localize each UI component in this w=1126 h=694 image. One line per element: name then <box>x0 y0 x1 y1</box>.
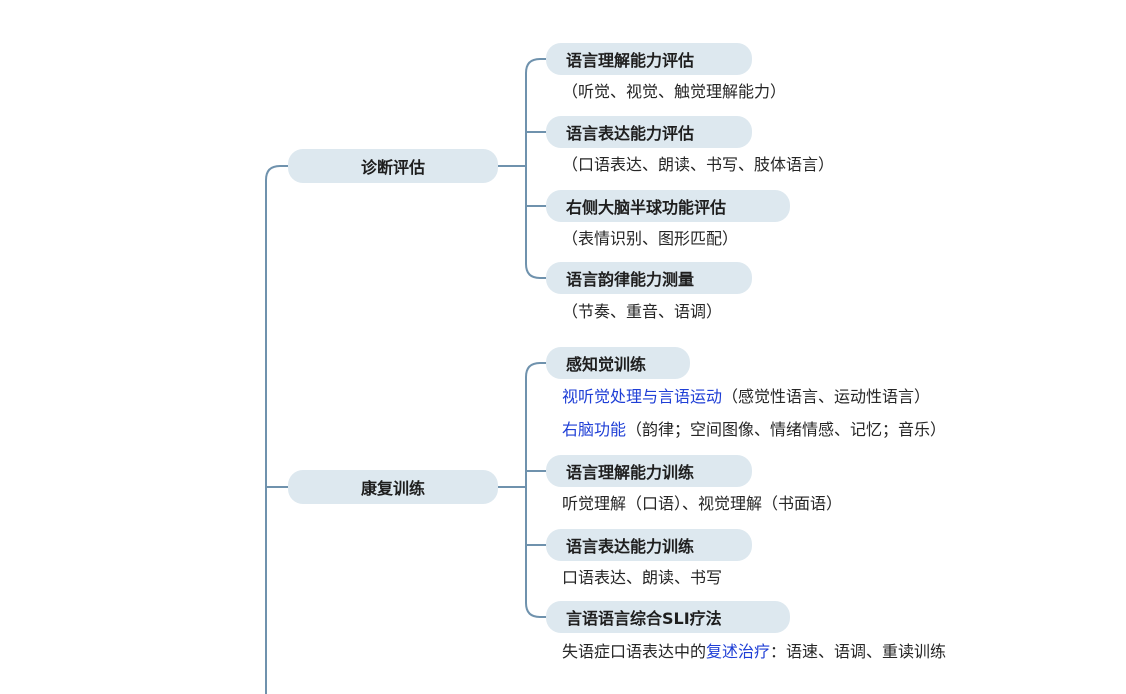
note-text: 失语症口语表达中的 <box>562 642 707 661</box>
note-comprehension-training: 听觉理解（口语）、视觉理解（书面语） <box>562 494 842 514</box>
note-text: （听觉、视觉、触觉理解能力） <box>562 82 787 101</box>
note-text: （表情识别、图形匹配） <box>562 229 739 248</box>
node-right-hemisphere-assessment[interactable]: 右侧大脑半球功能评估 <box>546 190 790 222</box>
note-comprehension-assessment: （听觉、视觉、触觉理解能力） <box>562 82 786 102</box>
node-prosody-measurement[interactable]: 语言韵律能力测量 <box>546 262 752 294</box>
node-sli-therapy[interactable]: 言语语言综合SLI疗法 <box>546 601 790 633</box>
diagnosis-connector-spine <box>525 58 541 279</box>
highlight-text: 右脑功能 <box>562 420 627 439</box>
highlight-text: 视听觉处理与言语运动 <box>562 387 723 406</box>
rehab-connector-spine <box>525 362 541 618</box>
note-text: （节奏、重音、语调） <box>562 302 723 321</box>
note-text: ：语速、语调、重读训练 <box>770 642 947 661</box>
note-text: （韵律；空间图像、情绪情感、记忆；音乐） <box>626 420 947 439</box>
node-perception-training[interactable]: 感知觉训练 <box>546 347 690 379</box>
highlight-text: 复述治疗 <box>706 642 771 661</box>
note-text: （口语表达、朗读、书写、肢体语言） <box>562 155 835 174</box>
node-comprehension-assessment[interactable]: 语言理解能力评估 <box>546 43 752 75</box>
note-text: 听觉理解（口语）、视觉理解（书面语） <box>562 494 843 513</box>
note-expression-assessment: （口语表达、朗读、书写、肢体语言） <box>562 155 834 175</box>
note-perception-training-1: 视听觉处理与言语运动（感觉性语言、运动性语言） <box>562 387 930 407</box>
note-prosody-measurement: （节奏、重音、语调） <box>562 302 722 322</box>
note-sli-therapy: 失语症口语表达中的复述治疗：语速、语调、重读训练 <box>562 642 946 662</box>
branch-diagnosis[interactable]: 诊断评估 <box>288 149 498 183</box>
root-connector-top <box>265 165 288 694</box>
note-perception-training-2: 右脑功能（韵律；空间图像、情绪情感、记忆；音乐） <box>562 420 946 440</box>
note-text: 口语表达、朗读、书写 <box>562 568 723 587</box>
note-right-hemisphere-assessment: （表情识别、图形匹配） <box>562 229 738 249</box>
node-expression-assessment[interactable]: 语言表达能力评估 <box>546 116 752 148</box>
node-expression-training[interactable]: 语言表达能力训练 <box>546 529 752 561</box>
node-comprehension-training[interactable]: 语言理解能力训练 <box>546 455 752 487</box>
note-expression-training: 口语表达、朗读、书写 <box>562 568 722 588</box>
branch-rehab[interactable]: 康复训练 <box>288 470 498 504</box>
note-text: （感觉性语言、运动性语言） <box>722 387 931 406</box>
